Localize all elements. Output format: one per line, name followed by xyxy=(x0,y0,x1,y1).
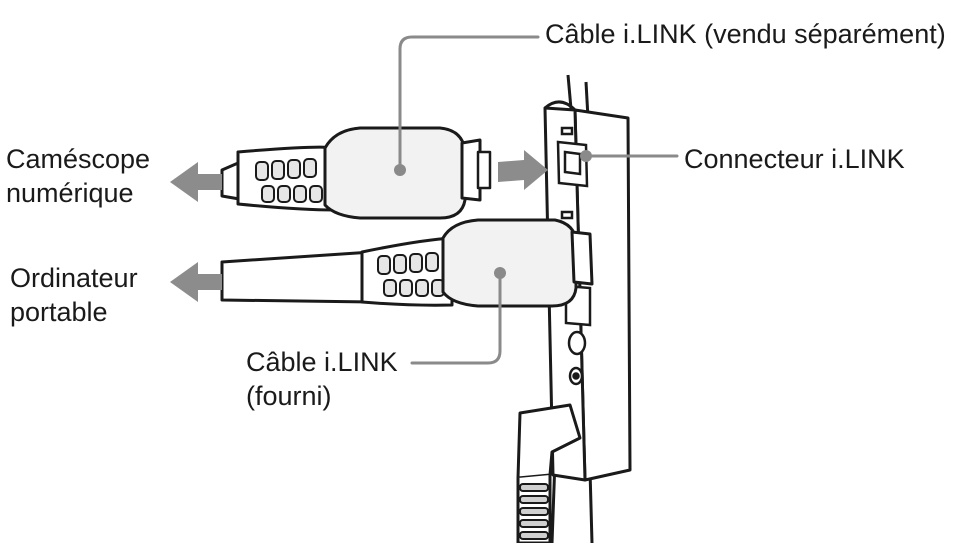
label-cable-supplied-line1: Câble i.LINK xyxy=(246,347,398,377)
camcorder-arrow-icon xyxy=(170,162,222,202)
power-cable xyxy=(516,403,582,545)
stand-bottom-line-2 xyxy=(588,469,594,544)
top-cable-plug-pin xyxy=(476,150,492,190)
direction-arrows xyxy=(170,150,548,302)
bottom-cable-body xyxy=(220,250,374,304)
label-laptop-line1: Ordinateur xyxy=(10,263,138,293)
label-camcorder: Caméscope numérique xyxy=(6,142,150,210)
callout-dot-cable-sold xyxy=(394,164,406,176)
insert-arrow-icon xyxy=(498,150,548,190)
label-camcorder-line1: Caméscope xyxy=(6,144,151,174)
power-cable-grip xyxy=(519,483,549,540)
port-icon-bottom xyxy=(560,210,574,220)
port-icon-top xyxy=(560,126,574,136)
top-cable-grip xyxy=(255,158,323,203)
callout-line-cable-sold xyxy=(398,35,540,170)
bottom-cable-plug xyxy=(441,218,578,308)
callout-line-cable-supplied xyxy=(410,273,502,365)
top-cable xyxy=(220,126,492,220)
label-camcorder-line2: numérique xyxy=(6,178,134,208)
callout-dot-connector xyxy=(580,150,592,162)
bottom-cable-plug-tip xyxy=(570,230,594,286)
round-jack-2-center xyxy=(572,372,580,380)
bottom-cable xyxy=(220,218,594,308)
laptop-arrow-icon xyxy=(170,262,222,302)
label-cable-sold-separately: Câble i.LINK (vendu séparément) xyxy=(545,17,946,51)
label-cable-supplied-line2: (fourni) xyxy=(246,381,332,411)
label-laptop-line2: portable xyxy=(10,297,108,327)
label-laptop: Ordinateur portable xyxy=(10,261,138,329)
round-jack-1 xyxy=(567,330,587,356)
label-connector: Connecteur i.LINK xyxy=(684,142,905,176)
top-cable-plug-tip xyxy=(460,138,482,202)
bottom-cable-grip xyxy=(377,252,445,297)
label-connector-text: Connecteur i.LINK xyxy=(684,144,905,174)
ilink-port-top-inner xyxy=(563,150,582,176)
panel-top-curve xyxy=(544,100,577,112)
callout-dot-cable-supplied xyxy=(494,267,506,279)
callout-dots xyxy=(394,150,592,279)
callout-lines xyxy=(398,35,679,365)
label-cable-supplied: Câble i.LINK (fourni) xyxy=(246,345,398,413)
label-cable-sold-separately-text: Câble i.LINK (vendu séparément) xyxy=(545,19,946,49)
